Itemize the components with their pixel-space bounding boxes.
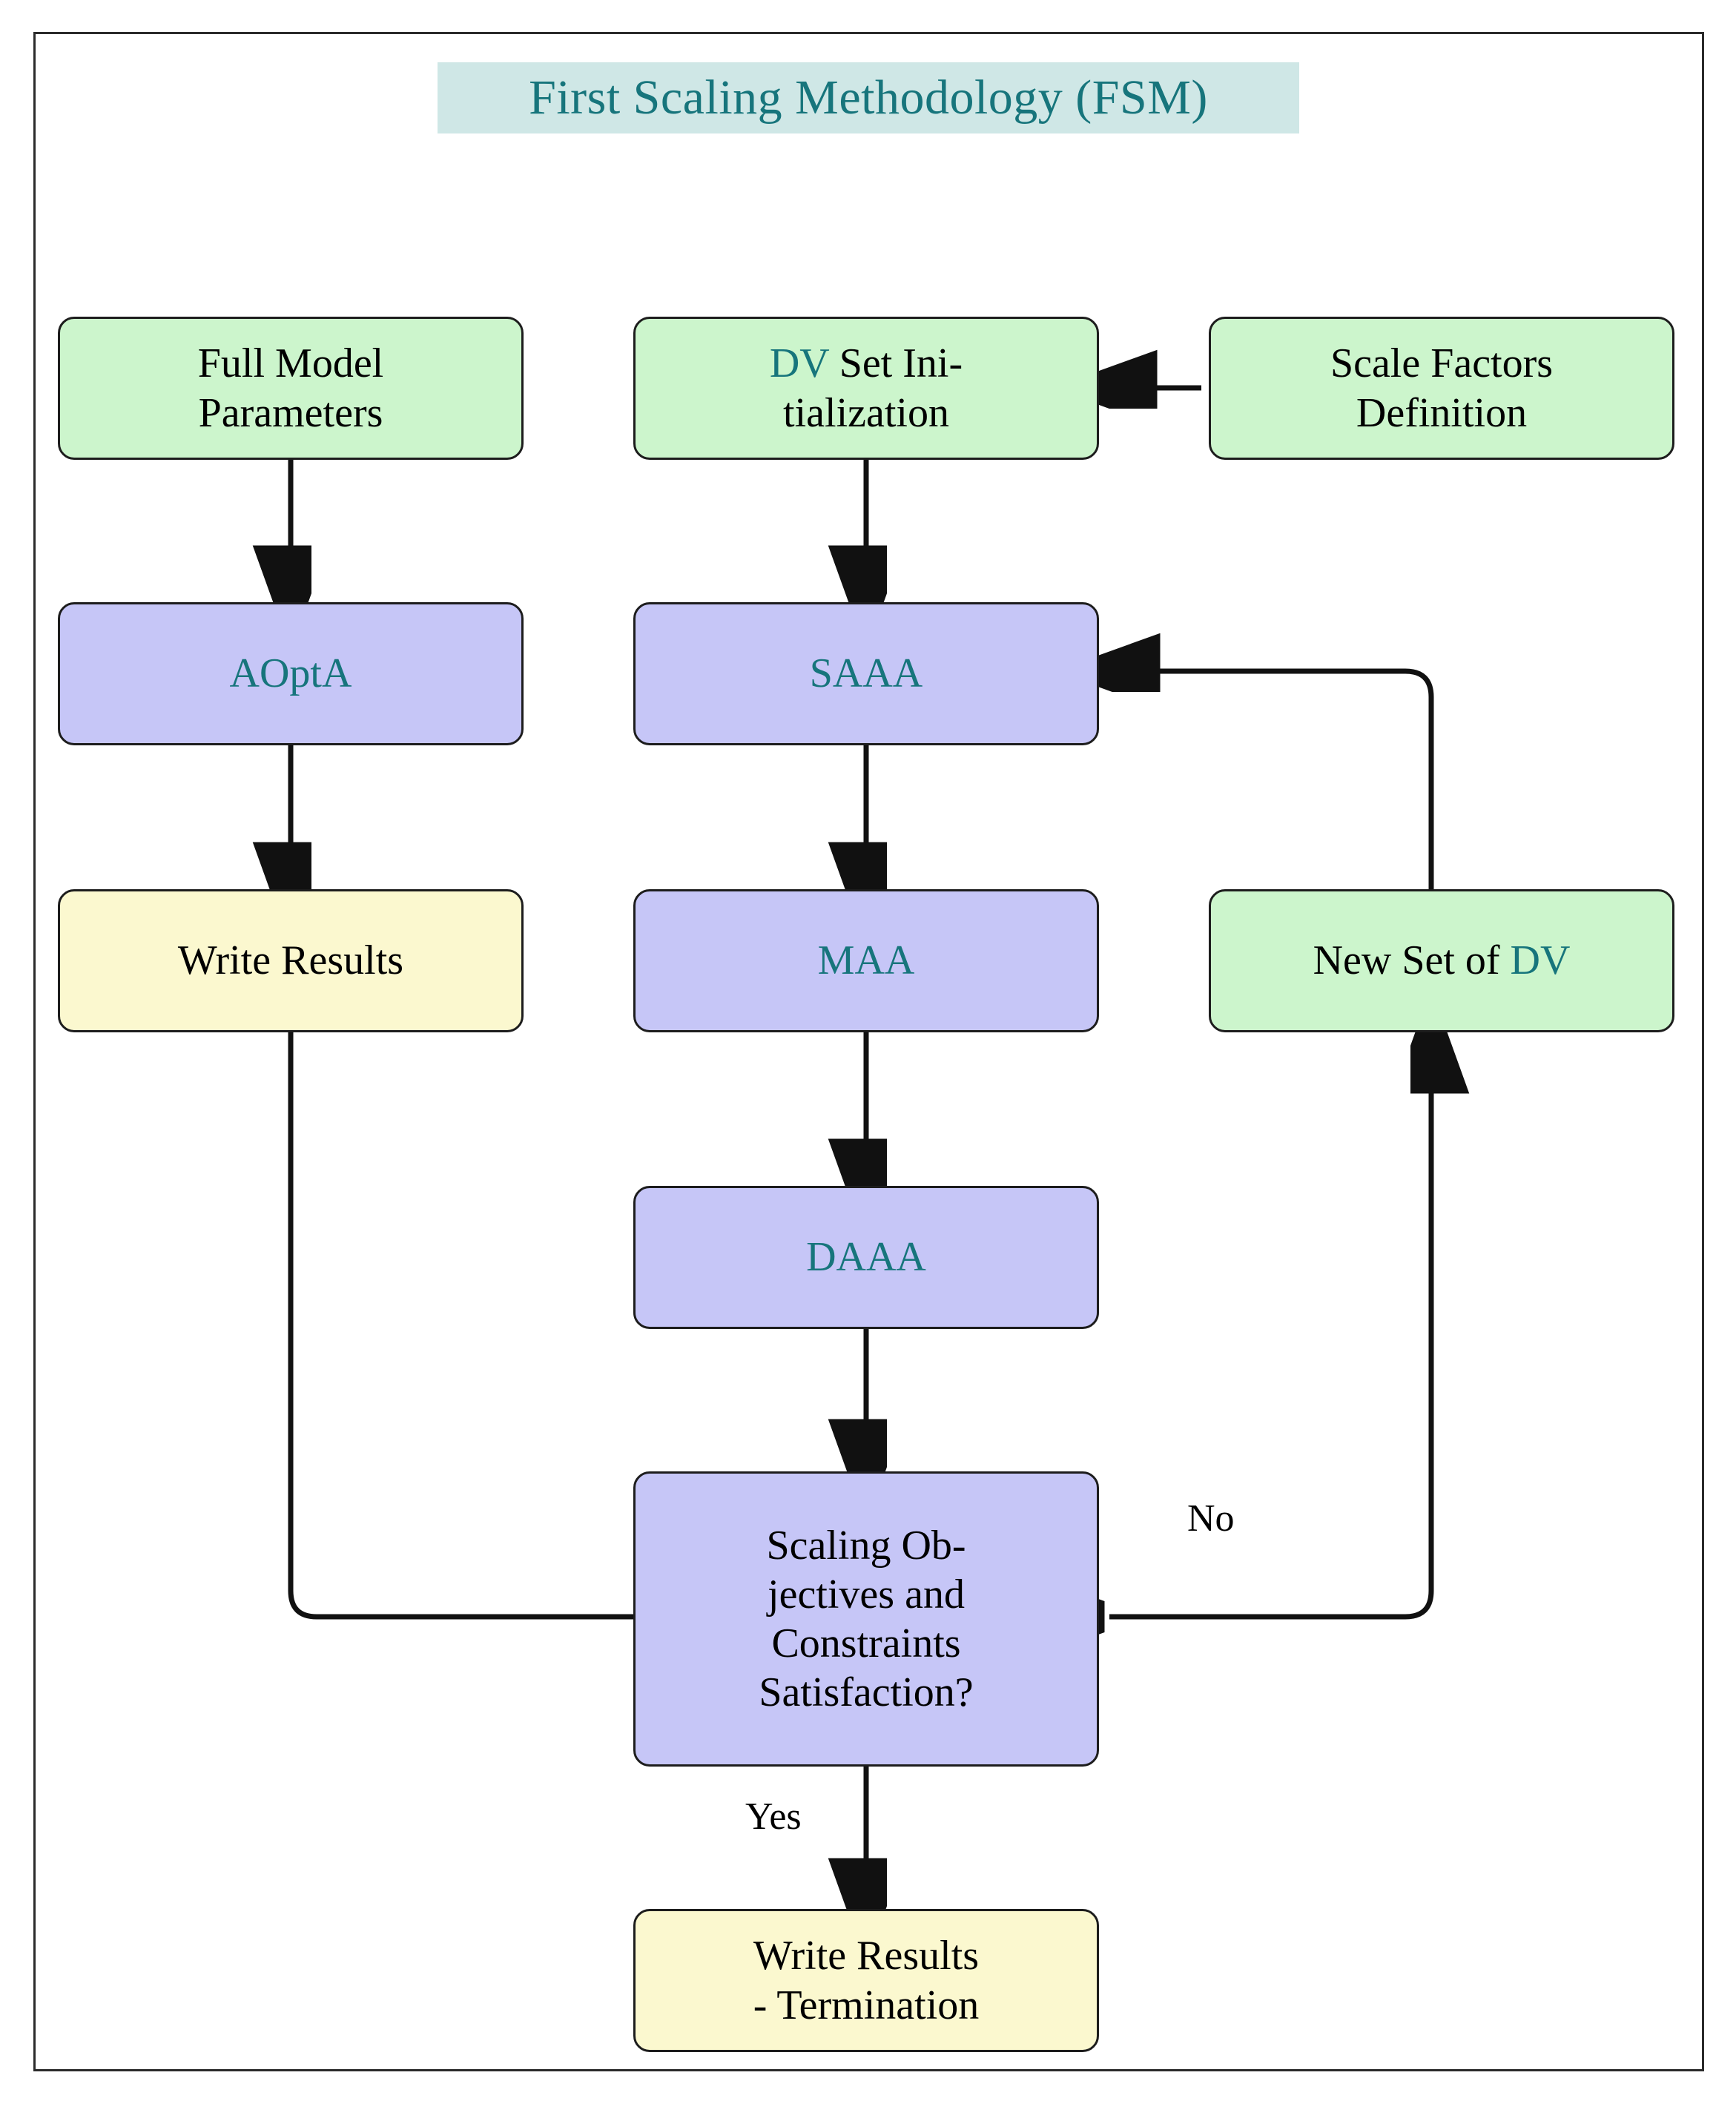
node-label: New Set of DV bbox=[1218, 936, 1665, 985]
node-line-1: Write Results bbox=[753, 1933, 980, 1979]
node-scale-factors-definition[interactable]: Scale Factors Definition bbox=[1209, 317, 1674, 460]
node-write-results-termination[interactable]: Write Results - Termination bbox=[633, 1909, 1099, 2052]
node-line-1: New Set of DV bbox=[1218, 936, 1665, 985]
node-line-1: DV Set Ini- bbox=[643, 339, 1089, 388]
node-daaa[interactable]: DAAA bbox=[633, 1186, 1099, 1329]
node-line-2: jectives and bbox=[768, 1571, 965, 1617]
node-new-set-of-dv[interactable]: New Set of DV bbox=[1209, 889, 1674, 1032]
node-line-4: Satisfaction? bbox=[759, 1669, 974, 1716]
node-maa[interactable]: MAA bbox=[633, 889, 1099, 1032]
node-dv-set-initialization[interactable]: DV Set Ini- tialization bbox=[633, 317, 1099, 460]
node-line-2: Parameters bbox=[198, 389, 383, 436]
node-label: AOptA bbox=[67, 649, 514, 698]
page-title: First Scaling Methodology (FSM) bbox=[438, 62, 1299, 133]
accent-term-dv: DV bbox=[769, 340, 829, 387]
node-label: Full Model Parameters bbox=[67, 339, 514, 437]
node-write-results[interactable]: Write Results bbox=[58, 889, 524, 1032]
node-decision-scaling-objectives[interactable]: Scaling Ob- jectives and Constraints Sat… bbox=[633, 1471, 1099, 1767]
node-label: SAAA bbox=[643, 649, 1089, 698]
node-line-1-rest: New Set of bbox=[1313, 937, 1511, 984]
node-line-1: Write Results bbox=[177, 937, 404, 984]
node-line-1-rest: Set Ini- bbox=[828, 340, 963, 387]
node-line-1: Full Model bbox=[197, 340, 384, 387]
node-label: Scale Factors Definition bbox=[1218, 339, 1665, 437]
node-label: MAA bbox=[643, 936, 1089, 985]
node-label: DAAA bbox=[643, 1233, 1089, 1282]
node-line-3: Constraints bbox=[771, 1620, 961, 1666]
node-saaa[interactable]: SAAA bbox=[633, 602, 1099, 745]
node-label: Write Results bbox=[67, 936, 514, 985]
node-label: DV Set Ini- tialization bbox=[643, 339, 1089, 437]
node-line-2: tialization bbox=[783, 389, 949, 436]
page-title-text: First Scaling Methodology (FSM) bbox=[529, 70, 1208, 125]
node-line-1: SAAA bbox=[809, 650, 923, 697]
node-line-1: AOptA bbox=[229, 650, 352, 697]
node-label: Scaling Ob- jectives and Constraints Sat… bbox=[643, 1521, 1089, 1717]
node-full-model-parameters[interactable]: Full Model Parameters bbox=[58, 317, 524, 460]
node-line-2: Definition bbox=[1356, 389, 1528, 436]
node-line-2: - Termination bbox=[753, 1982, 980, 2028]
node-aopta[interactable]: AOptA bbox=[58, 602, 524, 745]
edge-label-yes: Yes bbox=[745, 1795, 802, 1838]
node-line-1: MAA bbox=[817, 937, 915, 984]
edge-label-no: No bbox=[1187, 1497, 1235, 1540]
node-line-1: Scaling Ob- bbox=[766, 1522, 966, 1569]
node-label: Write Results - Termination bbox=[643, 1931, 1089, 2029]
node-line-1: Scale Factors bbox=[1330, 340, 1554, 387]
accent-term-dv: DV bbox=[1510, 937, 1571, 984]
node-line-1: DAAA bbox=[806, 1234, 926, 1281]
